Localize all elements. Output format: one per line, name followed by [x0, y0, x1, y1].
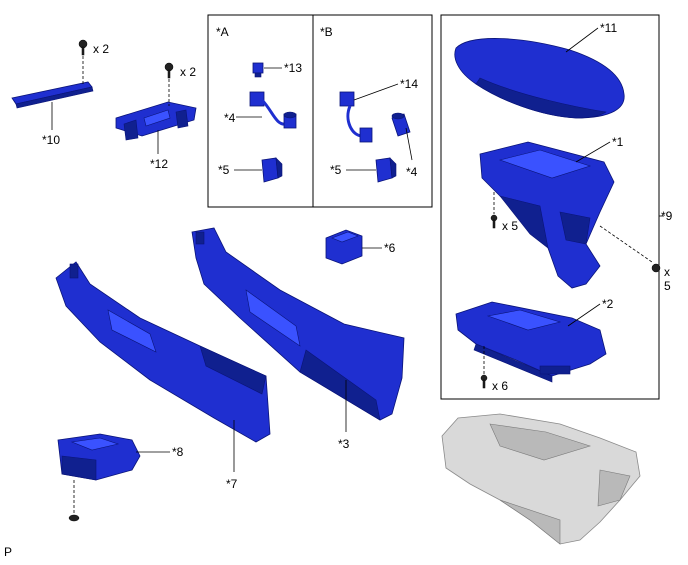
label-part-4a: *4	[224, 111, 236, 125]
qty-screw-1-right-n: 5	[664, 279, 671, 293]
leader-1	[575, 141, 611, 163]
label-part-2: *2	[602, 297, 614, 311]
part-2-lower-tray	[455, 301, 607, 383]
label-part-3: *3	[338, 437, 350, 451]
label-part-1: *1	[612, 135, 624, 149]
screw-icon	[78, 39, 88, 56]
label-part-7: *7	[226, 477, 238, 491]
assembly-9-frame	[440, 14, 660, 400]
part-11-armrest-lid	[454, 38, 625, 119]
qty-screw-10: x 2	[93, 42, 109, 56]
box-a-label: *A	[216, 25, 229, 39]
leader-2	[567, 303, 601, 327]
label-part-13: *13	[284, 61, 302, 75]
screw-icon	[68, 514, 80, 522]
screw-icon	[480, 374, 488, 389]
part-13-clip	[252, 62, 264, 78]
box-b-label: *B	[320, 25, 333, 39]
label-part-9: *9	[661, 209, 673, 223]
part-14-wire-harness	[339, 91, 373, 143]
part-8-bracket	[57, 433, 141, 481]
label-part-10: *10	[42, 133, 60, 147]
part-1-console-frame	[479, 141, 615, 289]
label-part-5a: *5	[218, 163, 230, 177]
label-part-12: *12	[150, 157, 168, 171]
qty-screw-2: x 6	[492, 379, 508, 393]
leader-14	[353, 83, 399, 101]
label-part-6: *6	[384, 241, 396, 255]
leader-11	[565, 27, 599, 53]
screw-icon	[164, 62, 174, 79]
screw-icon	[651, 263, 661, 273]
label-part-4b: *4	[406, 165, 418, 179]
leader-4b	[405, 127, 413, 161]
box-a-b-frame	[207, 14, 433, 208]
qty-screw-12: x 2	[180, 65, 196, 79]
part-3-side-panel	[191, 227, 405, 421]
part-4-socket-b	[391, 112, 411, 137]
qty-screw-1-right-x: x	[664, 265, 670, 279]
label-part-5b: *5	[330, 163, 342, 177]
qty-screw-1-left: x 5	[502, 219, 518, 233]
label-part-8: *8	[172, 445, 184, 459]
corner-code: P	[4, 545, 12, 559]
part-6-switch	[325, 229, 363, 265]
screw-axis-line	[599, 225, 653, 263]
part-5-socket-a	[261, 157, 283, 183]
part-10-strip	[11, 81, 94, 109]
part-7-side-panel	[55, 261, 271, 443]
console-body-reference	[441, 413, 641, 545]
screw-icon	[490, 214, 498, 229]
label-part-11: *11	[600, 21, 617, 35]
part-12-bracket	[115, 101, 197, 141]
part-5-socket-b	[375, 157, 397, 183]
part-4-wire-harness-a	[249, 91, 297, 129]
label-part-14: *14	[400, 77, 418, 91]
